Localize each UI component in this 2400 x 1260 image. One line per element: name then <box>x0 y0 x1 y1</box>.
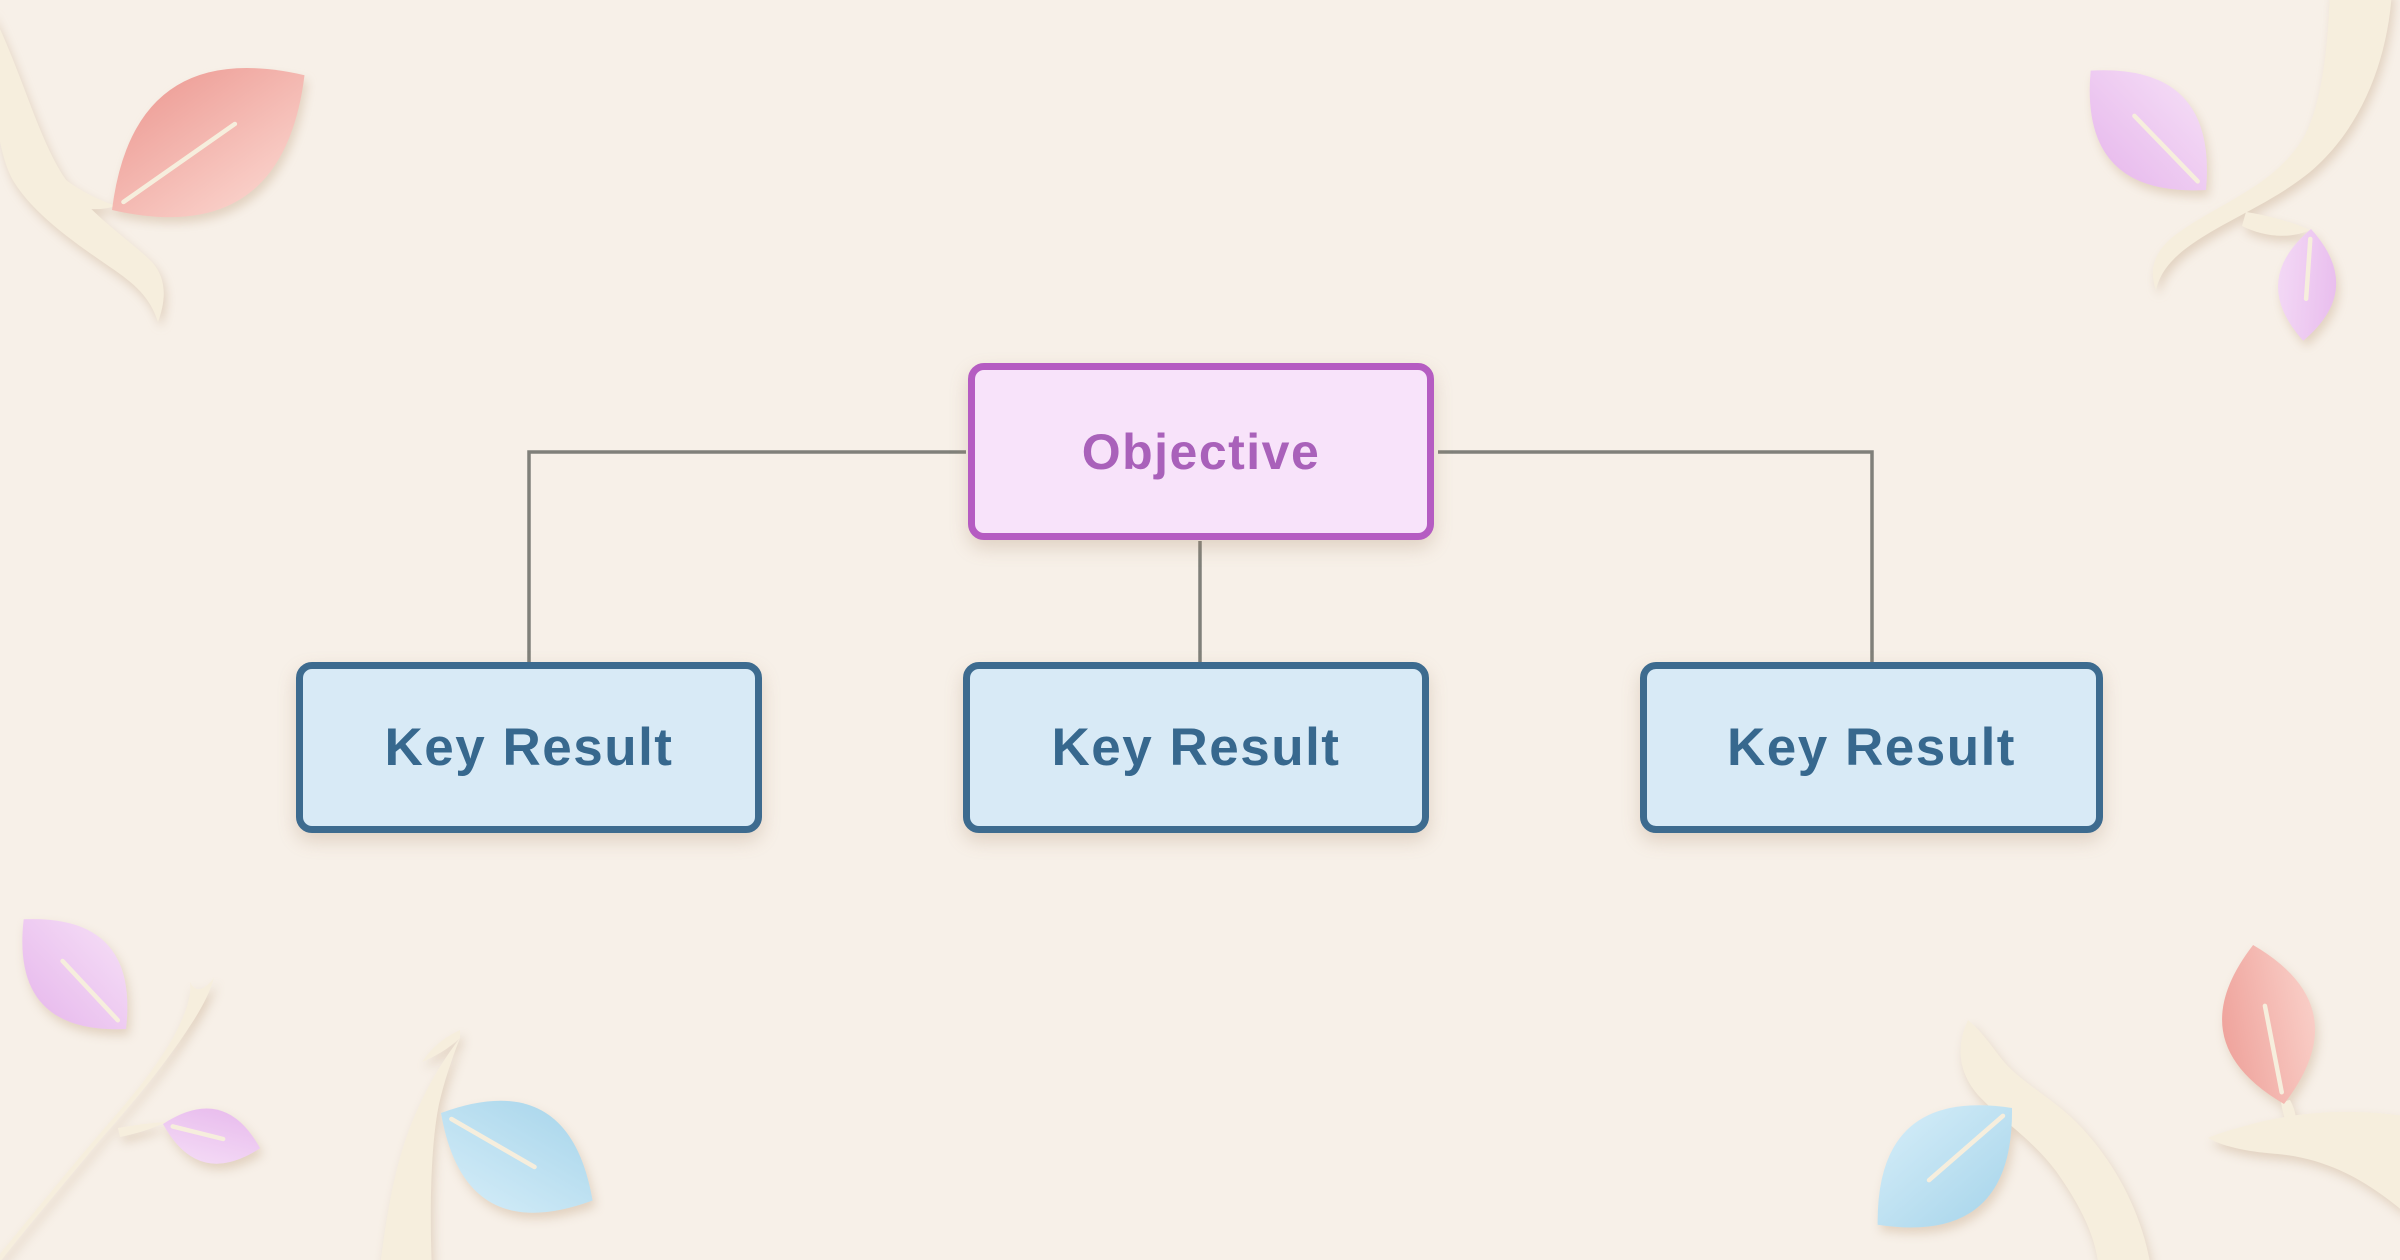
sprig-icon <box>381 1038 460 1260</box>
node-key-result-label: Key Result <box>384 718 674 777</box>
branch-twig-icon <box>2242 212 2310 236</box>
lavender-leaf-icon <box>2278 229 2337 341</box>
node-key-result-label: Key Result <box>1051 718 1341 777</box>
branch-icon <box>0 978 214 1260</box>
blue-leaf-icon <box>441 1100 593 1213</box>
lavender-leaf-icon <box>2089 70 2207 191</box>
salmon-leaf-icon <box>2222 944 2315 1104</box>
top-right-branch-group <box>2089 0 2392 341</box>
branch-icon <box>0 29 164 322</box>
branch-icon <box>2152 0 2392 290</box>
node-objective-label: Objective <box>1081 423 1321 480</box>
sprig-curl-icon <box>422 1030 460 1062</box>
blue-leaf-icon <box>1877 1105 2013 1228</box>
node-key-result-3[interactable]: Key Result <box>1640 662 2103 833</box>
node-key-result-label: Key Result <box>1727 718 2016 777</box>
branch-twig-icon <box>118 1122 166 1137</box>
node-key-result-2[interactable]: Key Result <box>963 662 1429 833</box>
top-left-branch-group <box>0 29 305 322</box>
lavender-leaf-icon <box>22 919 128 1030</box>
branch-icon <box>2208 1111 2400 1209</box>
salmon-leaf-icon <box>112 68 305 218</box>
connector-objective-kr1 <box>527 450 966 664</box>
sprig-icon <box>1960 1020 2150 1260</box>
lavender-leaf-icon <box>163 1108 261 1164</box>
connector-objective-kr3 <box>1438 450 1874 664</box>
node-objective[interactable]: Objective <box>968 363 1434 540</box>
bottom-right-branch-group <box>1877 944 2400 1260</box>
branch-twig-icon <box>56 174 116 210</box>
node-key-result-1[interactable]: Key Result <box>296 662 762 833</box>
branch-twig-icon <box>2281 1100 2297 1136</box>
bottom-left-branch-group <box>0 919 593 1260</box>
